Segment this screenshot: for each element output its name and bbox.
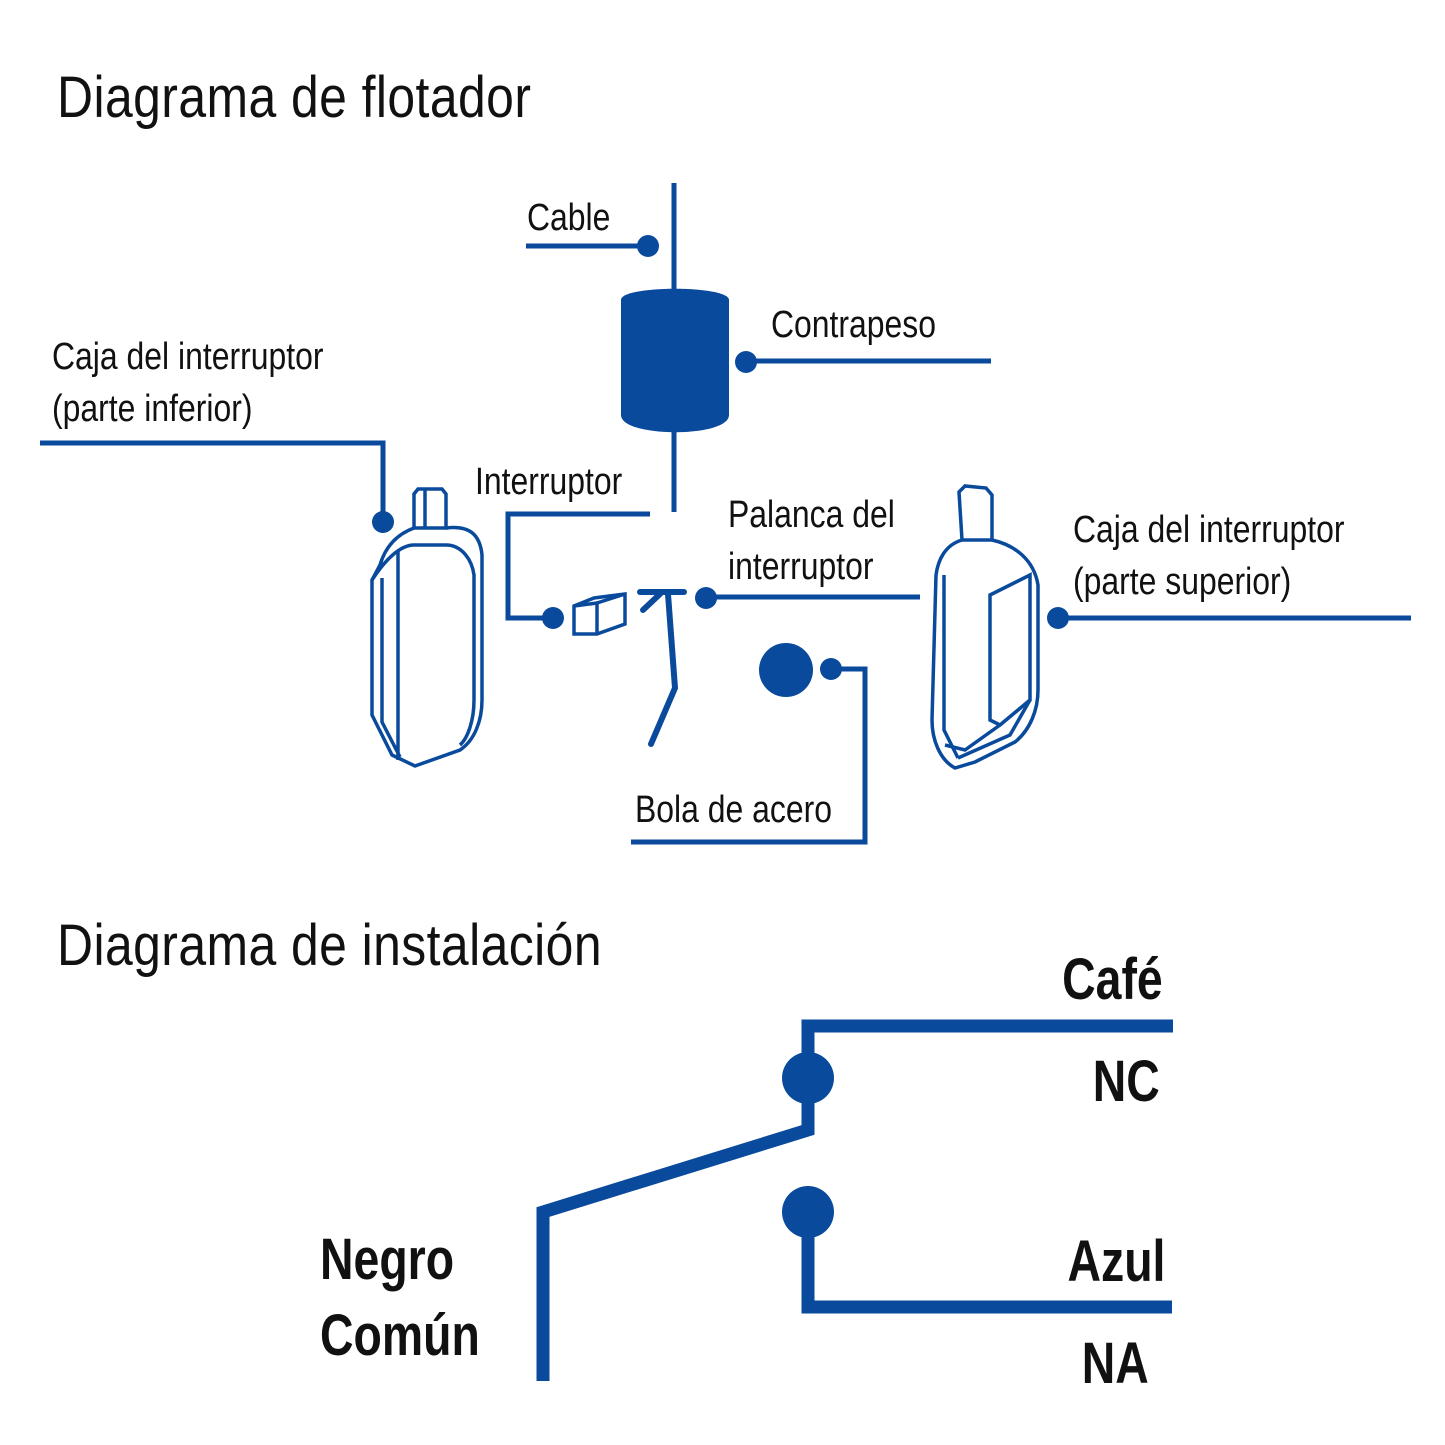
lower-box-dot (372, 511, 394, 533)
switch-lever (637, 589, 687, 747)
na-terminal (782, 1186, 834, 1238)
steel-ball (759, 643, 813, 697)
switch-cube (572, 592, 627, 636)
blue-wire-label: Azul (1067, 1229, 1165, 1294)
counterweight-label: Contrapeso (771, 304, 937, 346)
lever-dot (695, 587, 717, 609)
na-label: NA (1081, 1331, 1149, 1396)
brown-wire-label: Café (1062, 947, 1163, 1012)
upper-box-dot (1047, 607, 1069, 629)
nc-terminal (782, 1052, 834, 1104)
lower-box-label-line2: (parte inferior) (52, 388, 253, 430)
lower-box-leader (40, 440, 386, 522)
switch-leader (505, 511, 650, 621)
ball-leader (631, 666, 868, 845)
black-wire-label: Negro (320, 1227, 455, 1292)
na-wire (801, 1212, 1172, 1314)
upper-box-label-line1: Caja del interruptor (1073, 509, 1345, 551)
cable-dot (637, 235, 659, 257)
common-label: Común (320, 1303, 480, 1368)
lever-label-line2: interruptor (728, 546, 874, 588)
install-diagram-title: Diagrama de instalación (57, 913, 603, 978)
upper-box-label-line2: (parte superior) (1073, 561, 1292, 603)
ball-dot (820, 658, 842, 680)
steel-ball-label: Bola de acero (635, 789, 832, 831)
lower-switch-box (370, 487, 484, 768)
common-wire (536, 1078, 815, 1381)
lever-label-line1: Palanca del (728, 494, 895, 536)
counterweight-cylinder (621, 288, 729, 433)
cable-label: Cable (527, 197, 611, 239)
upper-switch-box (930, 484, 1040, 770)
switch-dot (542, 607, 564, 629)
nc-label: NC (1092, 1049, 1160, 1114)
counterweight-dot (735, 351, 757, 373)
switch-label: Interruptor (475, 461, 623, 503)
lower-box-label-line1: Caja del interruptor (52, 336, 324, 378)
float-diagram-title: Diagrama de flotador (57, 65, 532, 130)
